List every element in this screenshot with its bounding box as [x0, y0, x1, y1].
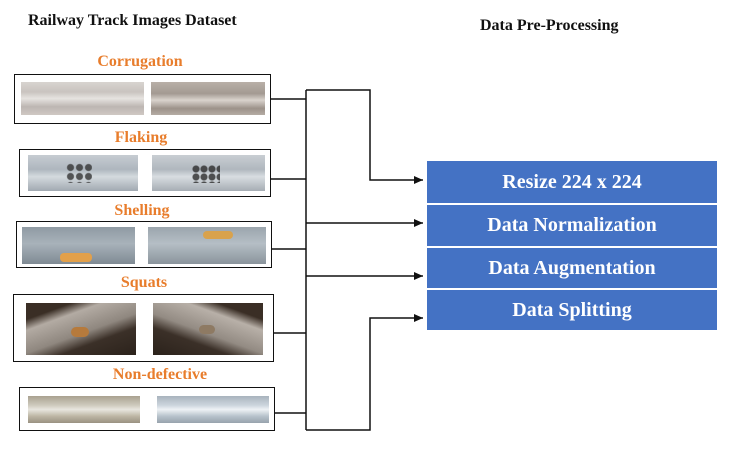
- step-splitting-label: Data Splitting: [512, 298, 632, 321]
- step-normalization: Data Normalization: [427, 205, 717, 246]
- category-label-corrugation: Corrugation: [97, 53, 183, 70]
- corrugation-image-box: [14, 74, 271, 124]
- non-defective-image-1: [28, 396, 140, 423]
- step-resize-label: Resize 224 x 224: [502, 170, 642, 193]
- squats-image-2: [153, 303, 263, 355]
- non-defective-image-box: [19, 387, 275, 431]
- step-augmentation: Data Augmentation: [427, 248, 717, 288]
- shelling-image-1: [22, 227, 135, 264]
- corrugation-image-1: [21, 82, 144, 115]
- shelling-image-2: [148, 227, 266, 264]
- corrugation-image-2: [151, 82, 265, 115]
- step-resize: Resize 224 x 224: [427, 161, 717, 203]
- dataset-title: Railway Track Images Dataset: [28, 12, 237, 29]
- squats-image-1: [26, 303, 136, 355]
- step-augmentation-label: Data Augmentation: [488, 256, 656, 279]
- arrow-to-splitting: [306, 314, 423, 431]
- flaking-image-1: [28, 155, 138, 191]
- category-label-flaking: Flaking: [114, 129, 168, 146]
- shelling-image-box: [16, 221, 272, 268]
- non-defective-image-2: [157, 396, 269, 423]
- squats-image-box: [13, 294, 274, 362]
- step-normalization-label: Data Normalization: [487, 214, 657, 236]
- flaking-image-2: [152, 155, 265, 191]
- category-label-squats: Squats: [120, 274, 168, 291]
- category-label-shelling: Shelling: [114, 202, 170, 219]
- arrow-to-resize: [306, 89, 423, 184]
- category-label-non-defective: Non-defective: [112, 366, 208, 383]
- step-splitting: Data Splitting: [427, 290, 717, 330]
- flaking-image-box: [19, 149, 271, 197]
- preprocessing-title: Data Pre-Processing: [480, 17, 619, 34]
